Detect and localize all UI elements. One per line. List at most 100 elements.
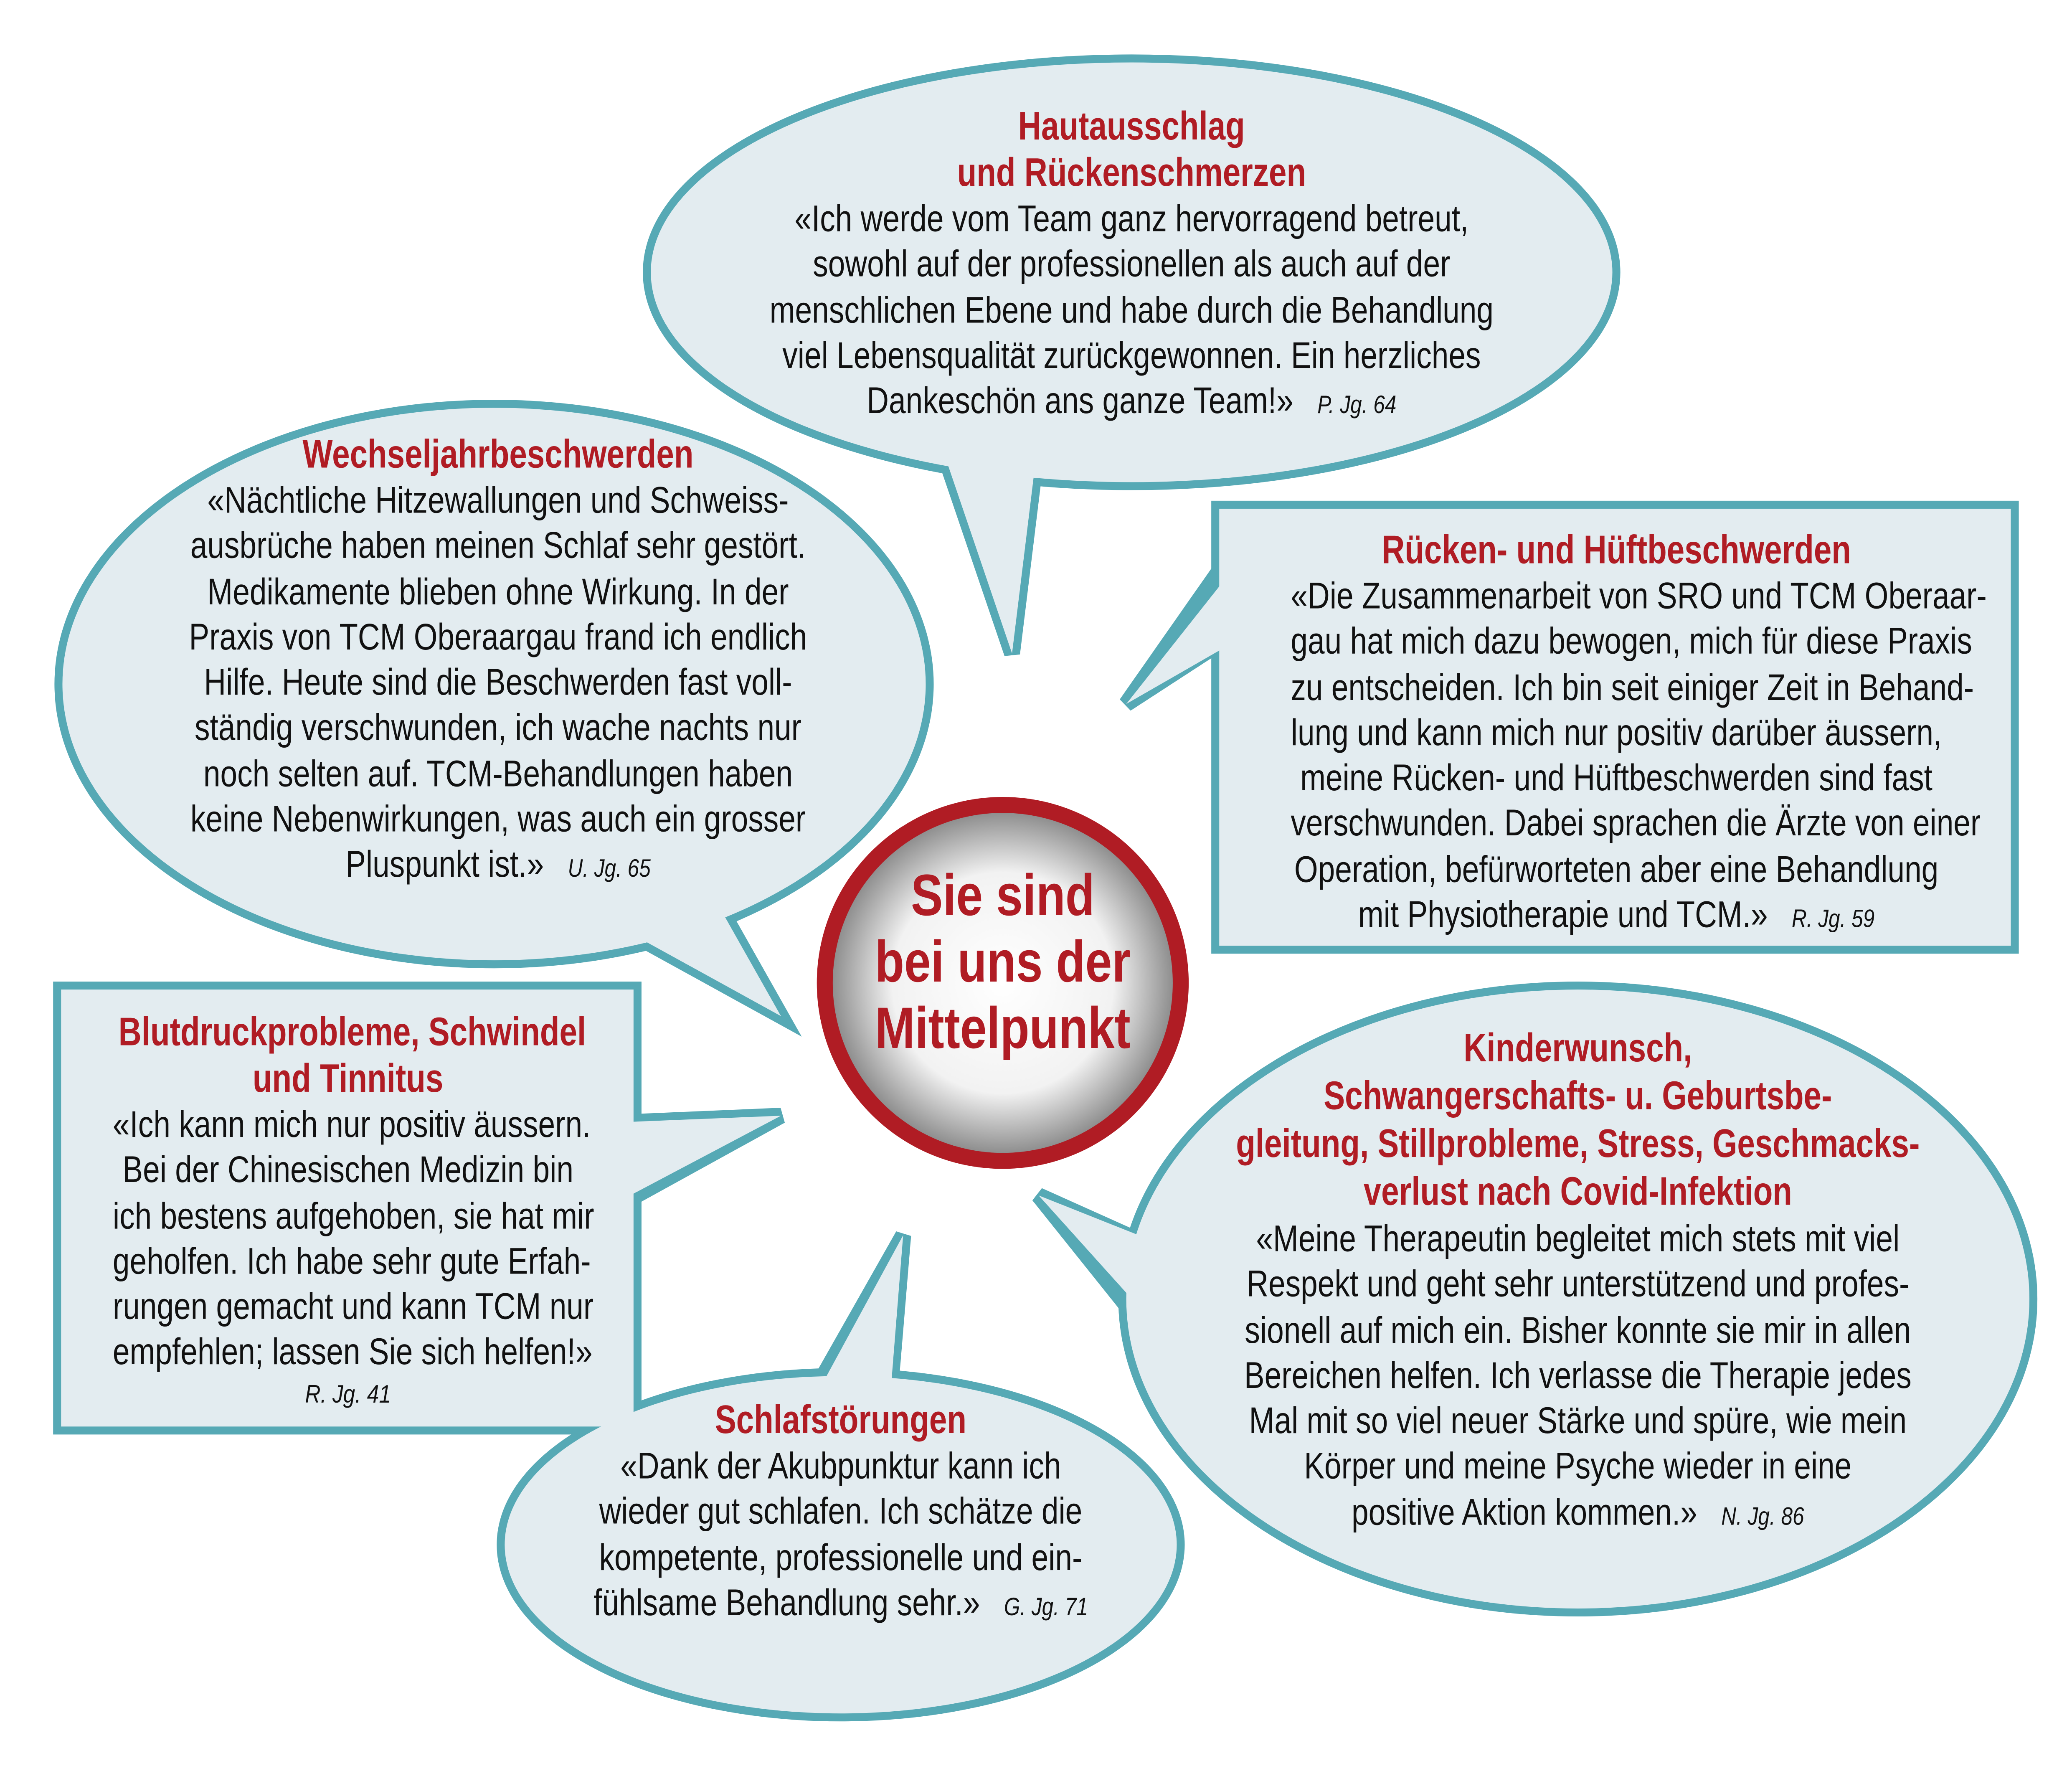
quote-text: noch selten auf. TCM-Behandlungen haben — [203, 753, 793, 794]
center-disc — [832, 813, 1173, 1153]
quote-text: rungen gemacht und kann TCM nur — [112, 1286, 594, 1327]
testimonial-quote-line: gau hat mich dazu bewogen, mich für dies… — [1291, 619, 1972, 665]
testimonial-quote-line: geholfen. Ich habe sehr gute Erfah- — [113, 1239, 591, 1285]
testimonial-quote-line: «Dank der Akubpunktur kann ich — [565, 1444, 1116, 1489]
quote-text: Operation, befürworteten aber eine Behan… — [1294, 848, 1939, 890]
quote-text: wieder gut schlafen. Ich schätze die — [599, 1490, 1083, 1532]
testimonial-quote-line: sowohl auf der professionellen als auch … — [726, 242, 1537, 288]
author-signature: R. Jg. 41 — [305, 1381, 391, 1409]
quote-text: ständig verschwunden, ich wache nachts n… — [194, 707, 802, 748]
testimonial-quote-line: lung und kann mich nur positiv darüber ä… — [1291, 710, 1942, 756]
quote-text: «Dank der Akubpunktur kann ich — [620, 1445, 1061, 1487]
quote-text: «Ich kann mich nur positiv äussern. — [112, 1104, 591, 1145]
testimonial-quote-line: Mal mit so viel neuer Stärke und spüre, … — [1210, 1399, 1946, 1444]
quote-text: Respekt und geht sehr unterstützend und … — [1246, 1263, 1910, 1305]
author-signature: U. Jg. 65 — [568, 856, 651, 884]
testimonial-quote-line: viel Lebensqualität zurückgewonnen. Ein … — [726, 333, 1537, 379]
quote-text: meine Rücken- und Hüftbeschwerden sind f… — [1300, 757, 1933, 799]
quote-text: verschwunden. Dabei sprachen die Ärzte v… — [1291, 803, 1981, 844]
testimonial-quote-line: mit Physiotherapie und TCM.» R. Jg. 59 — [1291, 893, 1942, 944]
testimonial-quote-line: ausbrüche haben meinen Schlaf sehr gestö… — [144, 524, 852, 569]
testimonial-quote-line: noch selten auf. TCM-Behandlungen haben — [144, 751, 852, 797]
author-signature: P. Jg. 64 — [1317, 392, 1397, 420]
quote-text: geholfen. Ich habe sehr gute Erfah- — [112, 1240, 591, 1282]
author-signature: N. Jg. 86 — [1721, 1503, 1804, 1531]
testimonial-quote-line: keine Nebenwirkungen, was auch ein gross… — [144, 797, 852, 842]
quote-text: ich bestens aufgehoben, sie hat mir — [112, 1195, 594, 1236]
testimonial-title-line: Wechseljahrbeschwerden — [302, 433, 694, 477]
quote-text: Praxis von TCM Oberaargau frand ich endl… — [189, 616, 807, 657]
testimonial-quote-line: menschlichen Ebene und habe durch die Be… — [726, 288, 1537, 333]
testimonial-quote-line: wieder gut schlafen. Ich schätze die — [565, 1489, 1116, 1535]
testimonial-title-line: Hautausschlag — [1018, 105, 1245, 149]
testimonial-quote-line: Respekt und geht sehr unterstützend und … — [1210, 1262, 1946, 1308]
testimonial-quote-line: «Die Zusammenarbeit von SRO und TCM Ober… — [1291, 574, 1986, 619]
testimonial-quote-line: verschwunden. Dabei sprachen die Ärzte v… — [1291, 802, 1981, 847]
testimonial-quote-line: Bei der Chinesischen Medizin bin — [113, 1148, 583, 1193]
quote-text: positive Aktion kommen.» — [1352, 1491, 1697, 1533]
quote-text: kompetente, professionelle und ein- — [599, 1536, 1083, 1578]
testimonial-title-line: Schwangerschafts- u. Geburtsbe- — [1324, 1074, 1832, 1119]
quote-text: «Nächtliche Hitzewallungen und Schweiss- — [207, 479, 789, 521]
quote-text: «Ich werde vom Team ganz hervorragend be… — [794, 198, 1469, 239]
testimonial-quote-line: Hilfe. Heute sind die Beschwerden fast v… — [144, 660, 852, 706]
quote-text: Dankeschön ans ganze Team!» — [867, 380, 1293, 421]
quote-text: «Die Zusammenarbeit von SRO und TCM Ober… — [1291, 575, 1987, 617]
quote-text: mit Physiotherapie und TCM.» — [1358, 894, 1768, 935]
testimonial-quote-line: Praxis von TCM Oberaargau frand ich endl… — [144, 615, 852, 660]
quote-text: fühlsame Behandlung sehr.» — [593, 1582, 980, 1623]
testimonial-title-line: verlust nach Covid-Infektion — [1363, 1170, 1792, 1214]
testimonial-title-line: Schlafstörungen — [715, 1398, 967, 1443]
author-signature: G. Jg. 71 — [1004, 1593, 1088, 1622]
center-line: Mittelpunkt — [875, 996, 1131, 1061]
quote-text: Pluspunkt ist.» — [345, 844, 544, 885]
testimonial-quote-line: Dankeschön ans ganze Team!» P. Jg. 64 — [726, 379, 1537, 430]
testimonial-quote-line: «Ich kann mich nur positiv äussern. — [113, 1102, 591, 1148]
testimonial-quote-line: fühlsame Behandlung sehr.» G. Jg. 71 — [565, 1581, 1116, 1631]
quote-text: Hilfe. Heute sind die Beschwerden fast v… — [204, 662, 792, 703]
testimonial-quote-line: Medikamente blieben ohne Wirkung. In der — [144, 569, 852, 615]
testimonial-quote-line: sionell auf mich ein. Bisher konnte sie … — [1210, 1308, 1946, 1353]
testimonial-quote-line: zu entscheiden. Ich bin seit einiger Zei… — [1291, 665, 1974, 710]
quote-text: Bereichen helfen. Ich verlasse die Thera… — [1244, 1355, 1912, 1396]
quote-text: Medikamente blieben ohne Wirkung. In der — [207, 571, 789, 612]
testimonial-kinderwunsch: Kinderwunsch,Schwangerschafts- u. Geburt… — [1129, 1025, 2027, 1541]
testimonial-title-line: und Tinnitus — [252, 1057, 444, 1101]
quote-text: Bei der Chinesischen Medizin bin — [122, 1149, 573, 1191]
testimonial-quote-line: Pluspunkt ist.» U. Jg. 65 — [144, 842, 852, 893]
quote-text: sionell auf mich ein. Bisher konnte sie … — [1245, 1309, 1911, 1350]
center-line: bei uns der — [875, 930, 1131, 995]
quote-text: ausbrüche haben meinen Schlaf sehr gestö… — [190, 525, 806, 566]
center-heading: Sie sind bei uns der Mittelpunkt — [817, 863, 1189, 1063]
quote-text: lung und kann mich nur positiv darüber ä… — [1291, 712, 1942, 753]
testimonial-quote-line: ich bestens aufgehoben, sie hat mir — [113, 1194, 594, 1239]
testimonial-quote-line: «Ich werde vom Team ganz hervorragend be… — [726, 197, 1537, 242]
testimonial-quote-line: empfehlen; lassen Sie sich helfen!» — [113, 1330, 593, 1376]
testimonial-quote-line: rungen gemacht und kann TCM nur — [113, 1285, 593, 1330]
testimonial-ruecken-hueft: Rücken- und Hüftbeschwerden«Die Zusammen… — [1219, 527, 2014, 944]
testimonial-title-line: Kinderwunsch, — [1463, 1027, 1692, 1071]
testimonial-quote-line: meine Rücken- und Hüftbeschwerden sind f… — [1291, 756, 1942, 802]
author-signature: R. Jg. 59 — [1791, 906, 1875, 934]
testimonial-quote-line: «Meine Therapeutin begleitet mich stets … — [1210, 1217, 1946, 1262]
testimonial-wechseljahr: Wechseljahrbeschwerden«Nächtliche Hitzew… — [66, 432, 930, 894]
testimonial-quote-line: kompetente, professionelle und ein- — [565, 1535, 1116, 1581]
center-line: Sie sind — [910, 863, 1095, 929]
quote-text: sowohl auf der professionellen als auch … — [813, 243, 1451, 285]
quote-text: gau hat mich dazu bewogen, mich für dies… — [1291, 621, 1972, 662]
quote-text: viel Lebensqualität zurückgewonnen. Ein … — [782, 335, 1481, 376]
quote-text: empfehlen; lassen Sie sich helfen!» — [112, 1331, 593, 1373]
testimonial-quote-line: Körper und meine Psyche wieder in eine — [1210, 1444, 1946, 1490]
testimonial-title-line: gleitung, Stillprobleme, Stress, Geschma… — [1236, 1122, 1920, 1167]
testimonial-quote-line: Bereichen helfen. Ich verlasse die Thera… — [1210, 1353, 1946, 1399]
quote-text: Körper und meine Psyche wieder in eine — [1304, 1446, 1852, 1487]
quote-text: keine Nebenwirkungen, was auch ein gross… — [190, 798, 806, 840]
quote-text: zu entscheiden. Ich bin seit einiger Zei… — [1291, 666, 1974, 708]
testimonial-title-line: Rücken- und Hüftbeschwerden — [1382, 528, 1851, 573]
testimonial-title-line: Blutdruckprobleme, Schwindel — [118, 1010, 586, 1055]
testimonial-quote-line: Operation, befürworteten aber eine Behan… — [1291, 847, 1942, 893]
